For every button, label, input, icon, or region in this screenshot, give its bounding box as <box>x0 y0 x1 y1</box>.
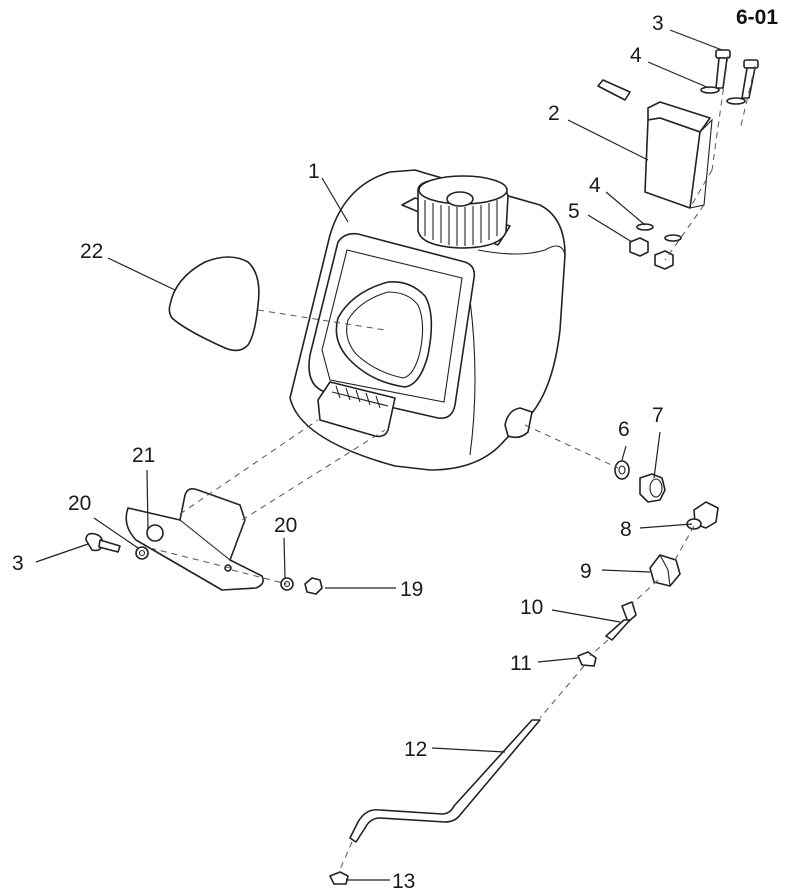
plate-washer-left <box>135 546 149 560</box>
callout-8: 8 <box>620 518 632 541</box>
callout-19: 19 <box>400 578 423 601</box>
bracket-bolts <box>715 49 759 99</box>
callout-22: 22 <box>80 240 103 263</box>
sight-gauge-lens <box>168 256 260 352</box>
callout-21: 21 <box>132 444 155 467</box>
callout-7: 7 <box>652 404 664 427</box>
callout-20-right: 20 <box>274 514 297 537</box>
elbow-fitting <box>686 501 719 530</box>
plate-nut <box>304 577 323 595</box>
callout-4-top: 4 <box>630 44 642 67</box>
callout-3-top: 3 <box>652 12 664 35</box>
callout-1: 1 <box>308 160 320 183</box>
assembly-lines <box>149 55 756 875</box>
callout-11: 11 <box>510 652 532 675</box>
mounting-plate <box>125 488 264 591</box>
bracket-washers-lower <box>636 223 682 242</box>
plate-bolt <box>85 532 121 553</box>
hose-barb <box>605 601 637 641</box>
tank-bracket <box>644 101 713 209</box>
callout-6: 6 <box>618 418 630 441</box>
hose-clamp-lower <box>329 871 349 885</box>
callout-labels: 1 2 3 4 4 5 22 6 7 8 9 10 11 12 13 19 20… <box>12 12 664 893</box>
callout-10: 10 <box>520 596 543 619</box>
page-code: 6-01 <box>736 6 778 29</box>
fuel-valve <box>649 554 681 587</box>
bracket-nuts <box>629 237 674 270</box>
bracket-washers-top <box>700 86 746 105</box>
fuel-hose <box>349 719 541 843</box>
callout-13: 13 <box>392 870 415 893</box>
spacer-bar <box>597 79 631 101</box>
hose-clamp-upper <box>577 651 597 667</box>
callout-4-lower: 4 <box>589 174 601 197</box>
leader-lines <box>35 29 723 881</box>
outlet-washer <box>614 460 630 480</box>
callout-5: 5 <box>568 200 580 223</box>
callout-12: 12 <box>404 738 427 761</box>
outlet-fitting <box>639 473 666 503</box>
callout-20-left: 20 <box>68 492 91 515</box>
callout-9: 9 <box>580 560 592 583</box>
fuel-tank <box>289 169 566 471</box>
callout-3-left: 3 <box>12 552 24 575</box>
callout-2: 2 <box>548 102 560 125</box>
